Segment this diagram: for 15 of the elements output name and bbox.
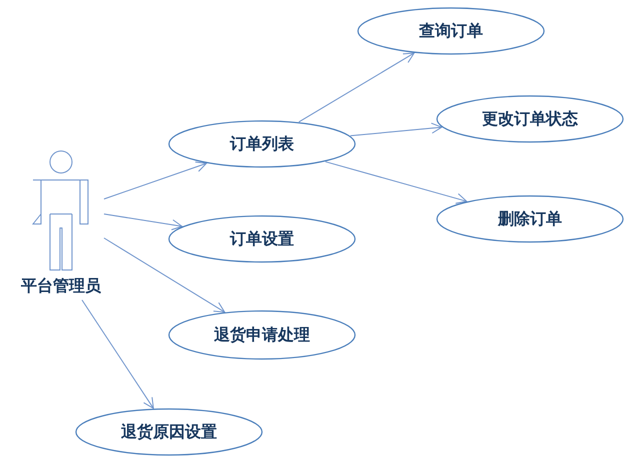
arrow [324, 161, 468, 204]
arrow [104, 161, 207, 200]
use-case-ellipse: 退货原因设置 [75, 408, 263, 456]
actor-label: 平台管理员 [20, 276, 102, 297]
arrow [104, 238, 226, 313]
arrow [104, 214, 183, 230]
arrow [350, 122, 442, 136]
use-case-ellipse: 订单列表 [168, 120, 356, 168]
arrow [298, 52, 415, 122]
use-case-ellipse: 删除订单 [436, 195, 624, 243]
use-case-ellipse: 退货申请处理 [168, 310, 356, 360]
use-case-ellipse: 查询订单 [357, 7, 545, 55]
use-case-ellipse: 更改订单状态 [436, 95, 624, 143]
use-case-ellipse: 订单设置 [168, 215, 356, 263]
arrow [82, 300, 154, 409]
